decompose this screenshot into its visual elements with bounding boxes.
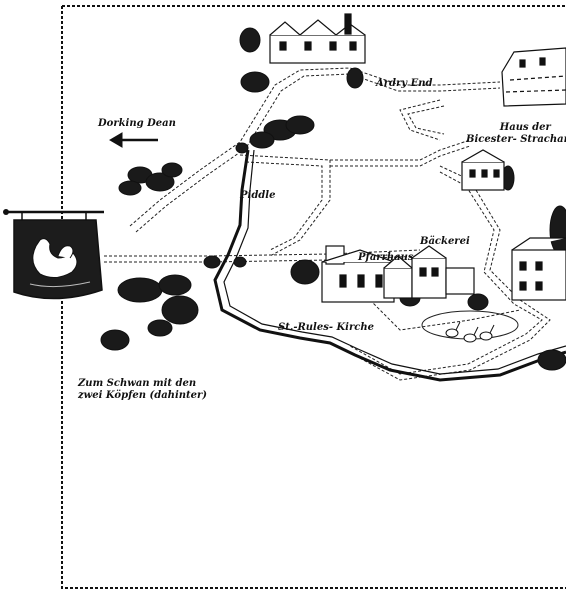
label-haus-line1: Haus der	[499, 122, 551, 133]
river	[213, 149, 566, 382]
geese	[445, 321, 495, 343]
label-st-rules-kirche: St.-Rules- Kirche	[278, 322, 374, 333]
east-houses	[511, 237, 566, 301]
shrubs-river	[203, 142, 249, 269]
map-border	[61, 5, 566, 589]
label-schwan-line2: zwei Köpfen (dahinter)	[78, 390, 208, 401]
label-dorking-dean: Dorking Dean	[98, 118, 176, 129]
stone-cottage-east	[501, 47, 566, 107]
tree-cluster-east	[501, 165, 566, 371]
arrow-left-icon	[109, 132, 158, 148]
pfarrhaus-building	[383, 255, 413, 299]
baeckerei-building	[411, 245, 475, 299]
label-bicester-strachan-house: Haus der Bicester- Strachans	[466, 122, 566, 146]
buildings	[269, 13, 566, 303]
tree-cluster-piddle	[249, 115, 315, 149]
ardry-end-manor	[269, 13, 366, 64]
label-schwan-line1: Zum Schwan mit den	[78, 378, 197, 389]
tree-cluster-ardry	[239, 27, 364, 93]
label-piddle: Piddle	[240, 190, 276, 201]
bicester-strachan-house	[461, 149, 505, 191]
roads	[104, 67, 551, 381]
trees	[100, 27, 566, 371]
swan-inn-sign-icon	[3, 209, 104, 300]
tree-cluster-dorking	[118, 162, 183, 196]
label-baeckerei: Bäckerei	[420, 236, 470, 247]
label-ardry-end: Ardry End	[376, 78, 433, 89]
label-zum-schwan: Zum Schwan mit den zwei Köpfen (dahinter…	[78, 378, 207, 402]
label-pfarrhaus: Pfarrhaus	[358, 252, 414, 263]
st-rules-church	[321, 245, 395, 303]
label-haus-line2: Bicester- Strachans	[466, 134, 566, 145]
tree-cluster-inn	[100, 274, 199, 351]
